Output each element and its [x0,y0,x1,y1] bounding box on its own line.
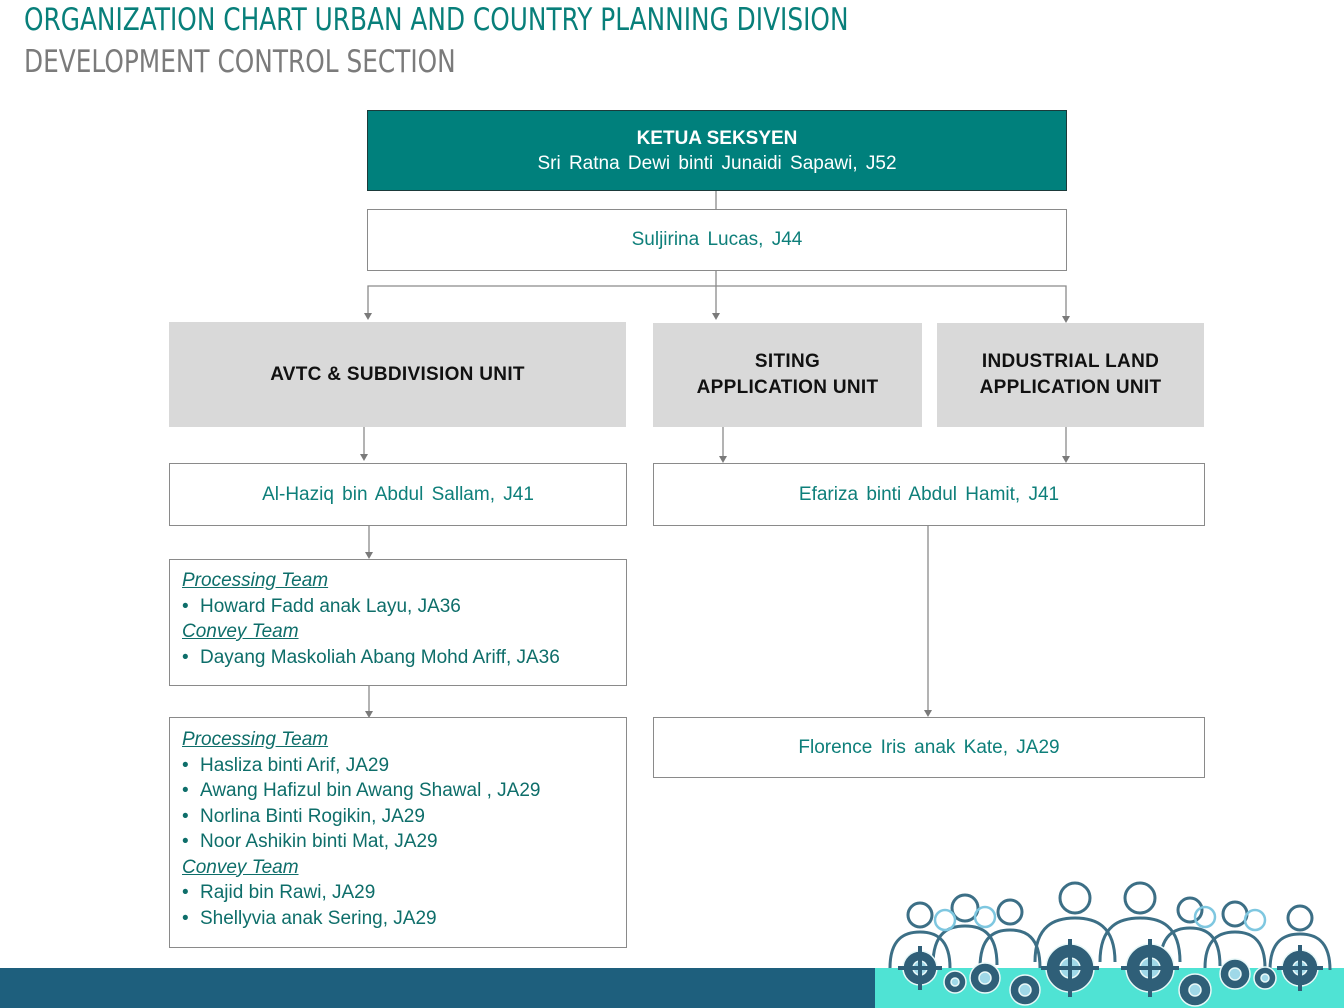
list-item: Shellyvia anak Sering, JA29 [182,906,614,932]
arrow-ja29 [365,711,373,718]
list-item: Dayang Maskoliah Abang Mohd Ariff, JA36 [182,645,614,671]
page-subtitle: DEVELOPMENT CONTROL SECTION [24,44,456,80]
unit-avtc-label: AVTC & SUBDIVISION UNIT [270,363,525,385]
assistant-box: Suljirina Lucas, J44 [367,209,1067,271]
officer-siting-industrial-box: Efariza binti Abdul Hamit, J41 [653,463,1205,526]
team-box-ja36: Processing Team Howard Fadd anak Layu, J… [169,559,627,686]
list-item: Hasliza binti Arif, JA29 [182,753,614,779]
arrow-siting-officer [719,456,727,463]
unit-industrial-label-1: INDUSTRIAL LAND [981,351,1160,372]
list-item: Awang Hafizul bin Awang Shawal , JA29 [182,778,614,804]
unit-siting: SITING APPLICATION UNIT [653,323,922,427]
unit-industrial: INDUSTRIAL LAND APPLICATION UNIT [937,323,1204,427]
arrow-industrial-officer [1062,456,1070,463]
connector-branch [367,285,1067,316]
unit-siting-label-1: SITING [754,351,821,372]
list-item: Norlina Binti Rogikin, JA29 [182,804,614,830]
officer-siting-industrial-name: Efariza binti Abdul Hamit, J41 [798,483,1060,505]
list-item: Rajid bin Rawi, JA29 [182,880,614,906]
arrow-avtc-officer [360,454,368,461]
page-title: ORGANIZATION CHART URBAN AND COUNTRY PLA… [24,2,849,38]
head-name: Sri Ratna Dewi binti Junaidi Sapawi, J52 [537,152,897,174]
list-item: Noor Ashikin binti Mat, JA29 [182,829,614,855]
unit-avtc: AVTC & SUBDIVISION UNIT [169,322,626,427]
officer-avtc-name: Al-Haziq bin Abdul Sallam, J41 [262,483,534,505]
arrow-florence [924,710,932,717]
arrow-avtc [364,313,372,320]
assistant-name: Suljirina Lucas, J44 [631,229,803,250]
convey-team-label: Convey Team [182,621,299,642]
officer-florence-name: Florence Iris anak Kate, JA29 [798,736,1060,758]
team-gears-icon [888,881,1332,1007]
officer-avtc-box: Al-Haziq bin Abdul Sallam, J41 [169,463,627,526]
head-box: KETUA SEKSYEN Sri Ratna Dewi binti Junai… [367,110,1067,191]
arrow-ja36 [365,552,373,559]
processing-team-label: Processing Team [182,729,329,750]
arrow-industrial [1062,316,1070,323]
convey-team-label: Convey Team [182,856,299,878]
head-role: KETUA SEKSYEN [636,127,798,149]
team-box-ja29: Processing Team Hasliza binti Arif, JA29… [169,717,627,948]
arrow-siting [712,313,720,320]
processing-team-label: Processing Team [182,570,329,591]
unit-siting-label-2: APPLICATION UNIT [696,377,879,398]
unit-industrial-label-2: APPLICATION UNIT [979,377,1162,398]
list-item: Howard Fadd anak Layu, JA36 [182,594,614,620]
officer-florence-box: Florence Iris anak Kate, JA29 [653,717,1205,778]
